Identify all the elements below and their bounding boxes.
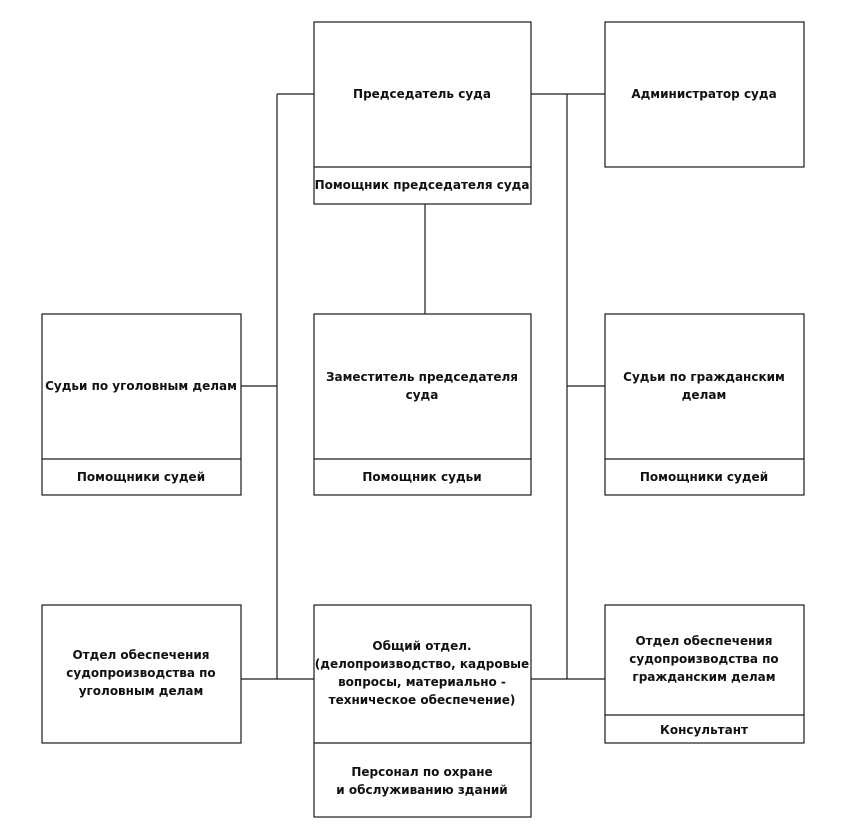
deputy-assistant-label: Помощник судьи xyxy=(362,470,481,484)
criminal-department-label-line-2: судопроизводства по xyxy=(66,666,215,680)
civil-judges-label-line-1: Судьи по гражданским xyxy=(623,370,785,384)
criminal-judges-box: Судьи по уголовным делам Помощники судей xyxy=(41,313,242,496)
deputy-chairman-label-line-1: Заместитель председателя xyxy=(326,370,518,384)
security-staff-label-line-1: Персонал по охране xyxy=(351,765,492,779)
general-department-label-line-4: техническое обеспечение) xyxy=(329,693,516,707)
criminal-judges-label: Судьи по уголовным делам xyxy=(45,379,237,393)
connector-lines xyxy=(241,93,605,680)
deputy-chairman-box: Заместитель председателя суда Помощник с… xyxy=(313,313,532,496)
chairman-label: Председатель суда xyxy=(353,87,491,101)
general-department-label-line-3: вопросы, материально - xyxy=(338,675,506,689)
general-department-label-line-1: Общий отдел. xyxy=(372,639,471,653)
general-department-label-line-2: (делопроизводство, кадровые xyxy=(315,657,529,671)
deputy-chairman-label-line-2: суда xyxy=(406,388,439,402)
criminal-department-box: Отдел обеспечения судопроизводства по уг… xyxy=(41,604,242,744)
civil-department-label-line-1: Отдел обеспечения xyxy=(635,634,772,648)
civil-department-box: Отдел обеспечения судопроизводства по гр… xyxy=(604,604,805,744)
criminal-judges-assistants-label: Помощники судей xyxy=(77,470,205,484)
civil-judges-assistants-label: Помощники судей xyxy=(640,470,768,484)
civil-judges-box: Судьи по гражданским делам Помощники суд… xyxy=(604,313,805,496)
administrator-label: Администратор суда xyxy=(631,87,776,101)
civil-judges-label-line-2: делам xyxy=(682,388,727,402)
criminal-department-label-line-3: уголовным делам xyxy=(79,684,204,698)
general-department-box: Общий отдел. (делопроизводство, кадровые… xyxy=(313,604,532,818)
consultant-label: Консультант xyxy=(660,723,748,737)
chairman-box: Председатель суда Помощник председателя … xyxy=(313,21,532,205)
criminal-department-label-line-1: Отдел обеспечения xyxy=(72,648,209,662)
security-staff-label-line-2: и обслуживанию зданий xyxy=(336,783,507,797)
administrator-box: Администратор суда xyxy=(604,21,805,168)
chairman-assistant-label: Помощник председателя суда xyxy=(315,178,530,192)
civil-department-label-line-3: гражданским делам xyxy=(632,670,775,684)
civil-department-label-line-2: судопроизводства по xyxy=(629,652,778,666)
